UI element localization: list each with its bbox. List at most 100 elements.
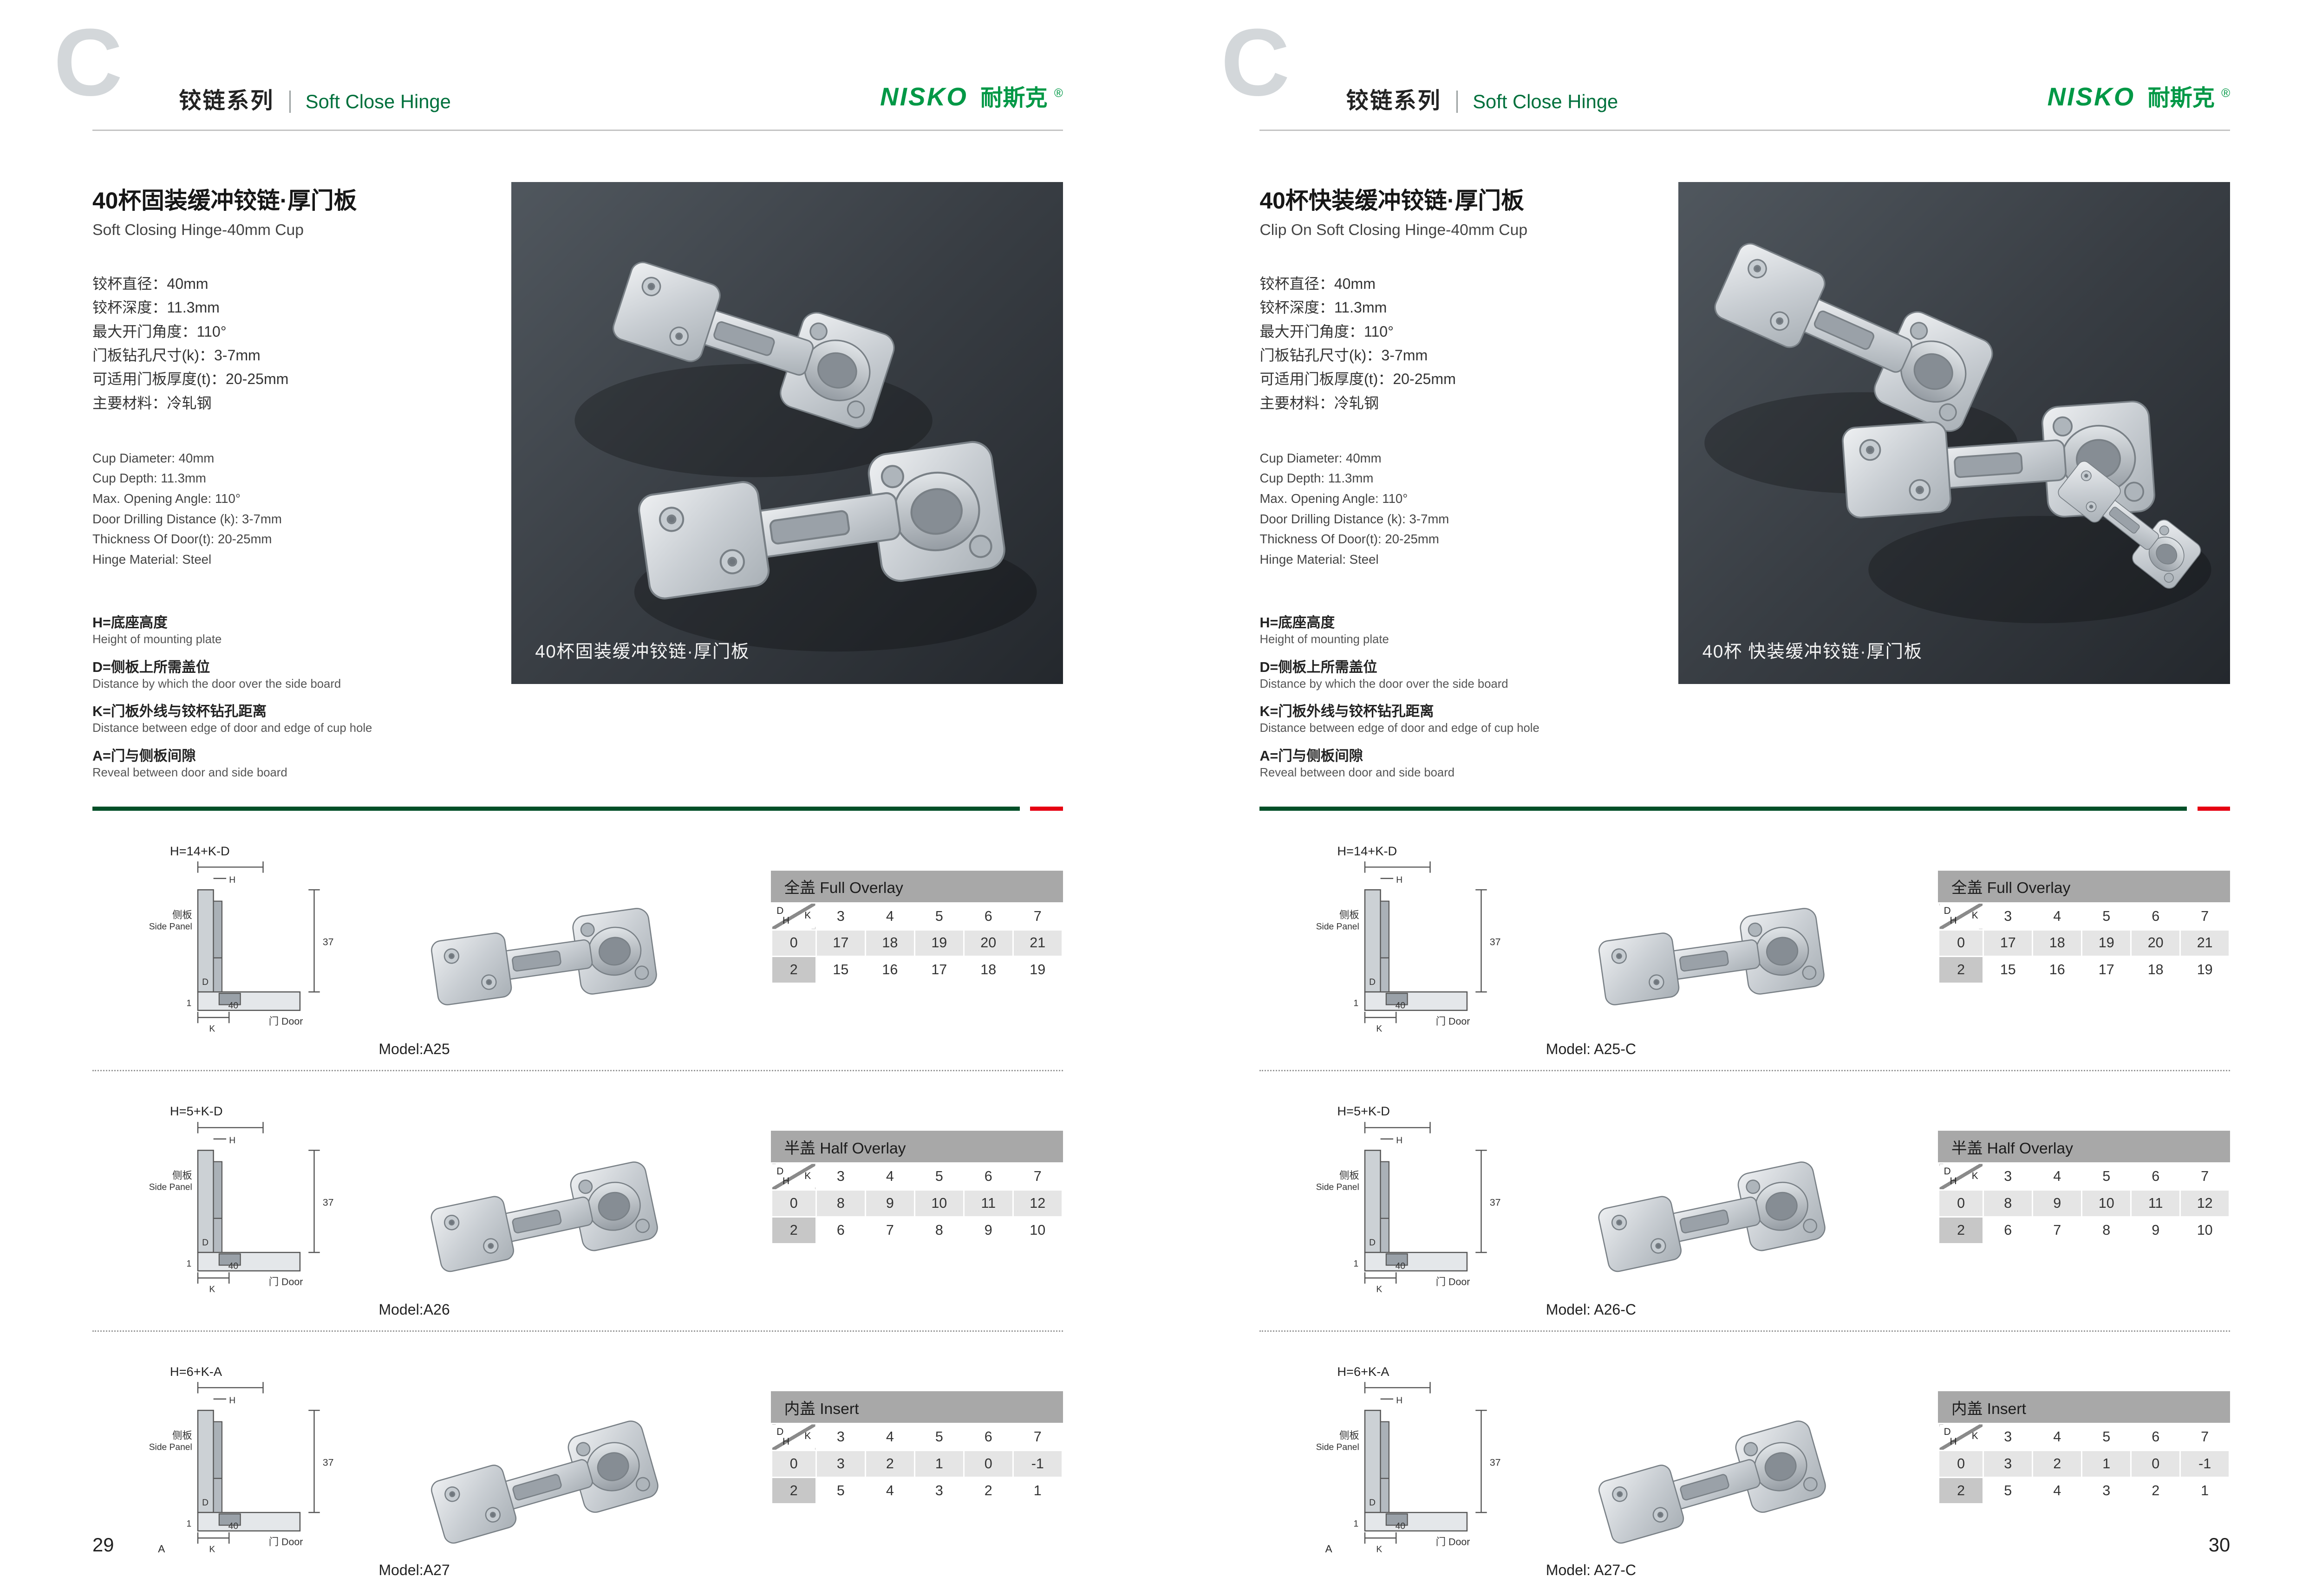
value-cell: 3 (1983, 1449, 2034, 1478)
value-cell: 1 (2081, 1449, 2132, 1478)
k-header-cell: 3 (815, 1423, 866, 1451)
h-header-cell: 0 (1938, 1189, 1984, 1218)
table-row: 0 17 18 19 20 21 (1938, 929, 2231, 958)
table-title: 半盖 Half Overlay (770, 1131, 1063, 1163)
hinge-illustration (1573, 1125, 1849, 1297)
value-cell: 16 (864, 956, 915, 984)
value-cell: 8 (1983, 1189, 2034, 1218)
value-cell: 2 (2130, 1476, 2181, 1505)
product-photo-art (1704, 233, 2212, 623)
model-label: Model: A25-C (1546, 1041, 1637, 1058)
k-header-cell: 4 (864, 1162, 915, 1191)
specs-cn: 铰杯直径：40mm 铰杯深度：11.3mm 最大开门角度：110° 门板钻孔尺寸… (1259, 272, 1655, 415)
corner-label-d: D (1944, 1166, 1951, 1177)
corner-label-d: D (1944, 1426, 1951, 1437)
k-header-cell: 5 (2081, 1162, 2132, 1191)
value-cell: 0 (963, 1449, 1014, 1478)
table-title: 全盖 Full Overlay (770, 870, 1063, 902)
brand-logo-cn: 耐斯克 (980, 85, 1048, 111)
value-cell: 3 (2081, 1476, 2132, 1505)
value-cell: 8 (815, 1189, 866, 1218)
brand-logo-en: NISKO (2047, 82, 2135, 111)
value-cell: 15 (1983, 956, 2034, 984)
value-cell: 2 (2032, 1449, 2083, 1478)
k-header-cell: 5 (913, 902, 965, 931)
value-cell: 21 (1012, 929, 1063, 958)
spec-line: 可适用门板厚度(t)：20-25mm (1259, 371, 1456, 388)
corner-label-h: H (783, 915, 790, 926)
legend-cn: D=侧板上所需盖位 (92, 659, 210, 675)
legend-cn: D=侧板上所需盖位 (1259, 659, 1377, 675)
h-header-cell: 2 (770, 1476, 817, 1505)
diagram-drawing (1315, 1381, 1502, 1555)
series-letter-watermark: C (53, 9, 123, 116)
value-cell: 12 (1012, 1189, 1063, 1218)
value-cell: 10 (1012, 1216, 1063, 1244)
k-header-cell: 7 (1012, 1423, 1063, 1451)
spec-line: 铰杯深度：11.3mm (1259, 299, 1387, 316)
k-header-cell: 5 (2081, 1423, 2132, 1451)
hinge-illustration (405, 1385, 681, 1558)
k-header-cell: 7 (2179, 1162, 2231, 1191)
divider-bar (92, 806, 1063, 811)
product-title-cn: 40杯快装缓冲铰链·厚门板 (1259, 187, 1524, 214)
installation-diagram: H=5+K-D (125, 1104, 364, 1295)
value-cell: 19 (1012, 956, 1063, 984)
corner-label-d: D (776, 905, 784, 917)
product-title-cn: 40杯固装缓冲铰链·厚门板 (92, 187, 357, 214)
k-header-cell: 5 (913, 1423, 965, 1451)
table-row: 2 15 16 17 18 19 (770, 956, 1063, 984)
value-cell: 9 (2032, 1189, 2083, 1218)
legend-en: Distance between edge of door and edge o… (92, 722, 372, 735)
value-cell: 9 (963, 1216, 1014, 1244)
k-header-cell: 3 (1983, 1162, 2034, 1191)
installation-diagram: H=6+K-A A (1292, 1364, 1531, 1555)
h-header-cell: 0 (770, 929, 817, 958)
value-cell: 15 (815, 956, 866, 984)
k-header-cell: 5 (913, 1162, 965, 1191)
table-title: 全盖 Full Overlay (1938, 870, 2231, 902)
table-row: 2 5 4 3 2 1 (1938, 1476, 2231, 1505)
value-cell: 1 (2179, 1476, 2231, 1505)
value-cell: 5 (815, 1476, 866, 1505)
legend-cn: A=门与侧板间隙 (92, 748, 196, 764)
table-title: 半盖 Half Overlay (1938, 1131, 2231, 1163)
brand-logo-registered-mark: ® (2221, 86, 2231, 100)
corner-label-d: D (776, 1426, 784, 1437)
k-header-cell: 6 (2130, 1162, 2181, 1191)
corner-label-d: D (776, 1166, 784, 1177)
table-row: 0 8 9 10 11 12 (770, 1189, 1063, 1218)
h-header-cell: 0 (770, 1449, 817, 1478)
value-cell: 19 (913, 929, 965, 958)
divider-bar (1259, 806, 2231, 811)
series-title: 铰链系列 Soft Close Hinge (1346, 82, 1618, 115)
value-cell: 1 (913, 1449, 965, 1478)
page-number: 29 (92, 1534, 114, 1556)
spec-line: Hinge Material: Steel (92, 552, 212, 567)
dimension-legend: H=底座高度 Height of mounting plate D=侧板上所需盖… (1259, 611, 1655, 780)
series-title: 铰链系列 Soft Close Hinge (179, 82, 451, 115)
value-cell: 7 (2032, 1216, 2083, 1244)
spec-line: Hinge Material: Steel (1259, 552, 1379, 567)
diagram-formula: H=5+K-D (1337, 1104, 1390, 1119)
value-cell: 17 (815, 929, 866, 958)
spec-line: 门板钻孔尺寸(k)：3-7mm (1259, 347, 1428, 364)
h-header-cell: 0 (1938, 929, 1984, 958)
specs-en: Cup Diameter: 40mm Cup Depth: 11.3mm Max… (1259, 448, 1655, 570)
k-header-cell: 7 (1012, 1162, 1063, 1191)
catalog-page-30: C 铰链系列 Soft Close Hinge NISKO 耐斯克 ® 40杯快… (1167, 0, 2322, 1595)
k-header-cell: 6 (2130, 1423, 2181, 1451)
k-header-cell: 5 (2081, 902, 2132, 931)
specs-cn: 铰杯直径：40mm 铰杯深度：11.3mm 最大开门角度：110° 门板钻孔尺寸… (92, 272, 488, 415)
value-cell: 19 (2081, 929, 2132, 958)
diagram-formula: H=6+K-A (1337, 1364, 1389, 1379)
